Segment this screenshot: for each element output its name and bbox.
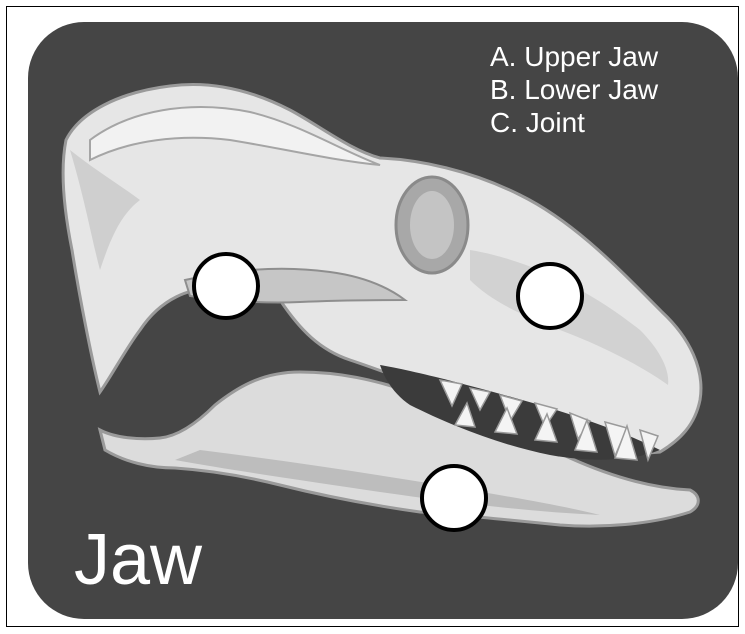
legend: A. Upper Jaw B. Lower Jaw C. Joint	[490, 40, 658, 139]
eye-socket-inner	[410, 191, 454, 259]
diagram-title: Jaw	[74, 520, 202, 600]
legend-item-joint: C. Joint	[490, 106, 658, 139]
marker-joint[interactable]	[192, 252, 260, 320]
legend-item-lower-jaw: B. Lower Jaw	[490, 73, 658, 106]
marker-upper-jaw[interactable]	[516, 262, 584, 330]
legend-item-upper-jaw: A. Upper Jaw	[490, 40, 658, 73]
marker-lower-jaw[interactable]	[420, 464, 488, 532]
